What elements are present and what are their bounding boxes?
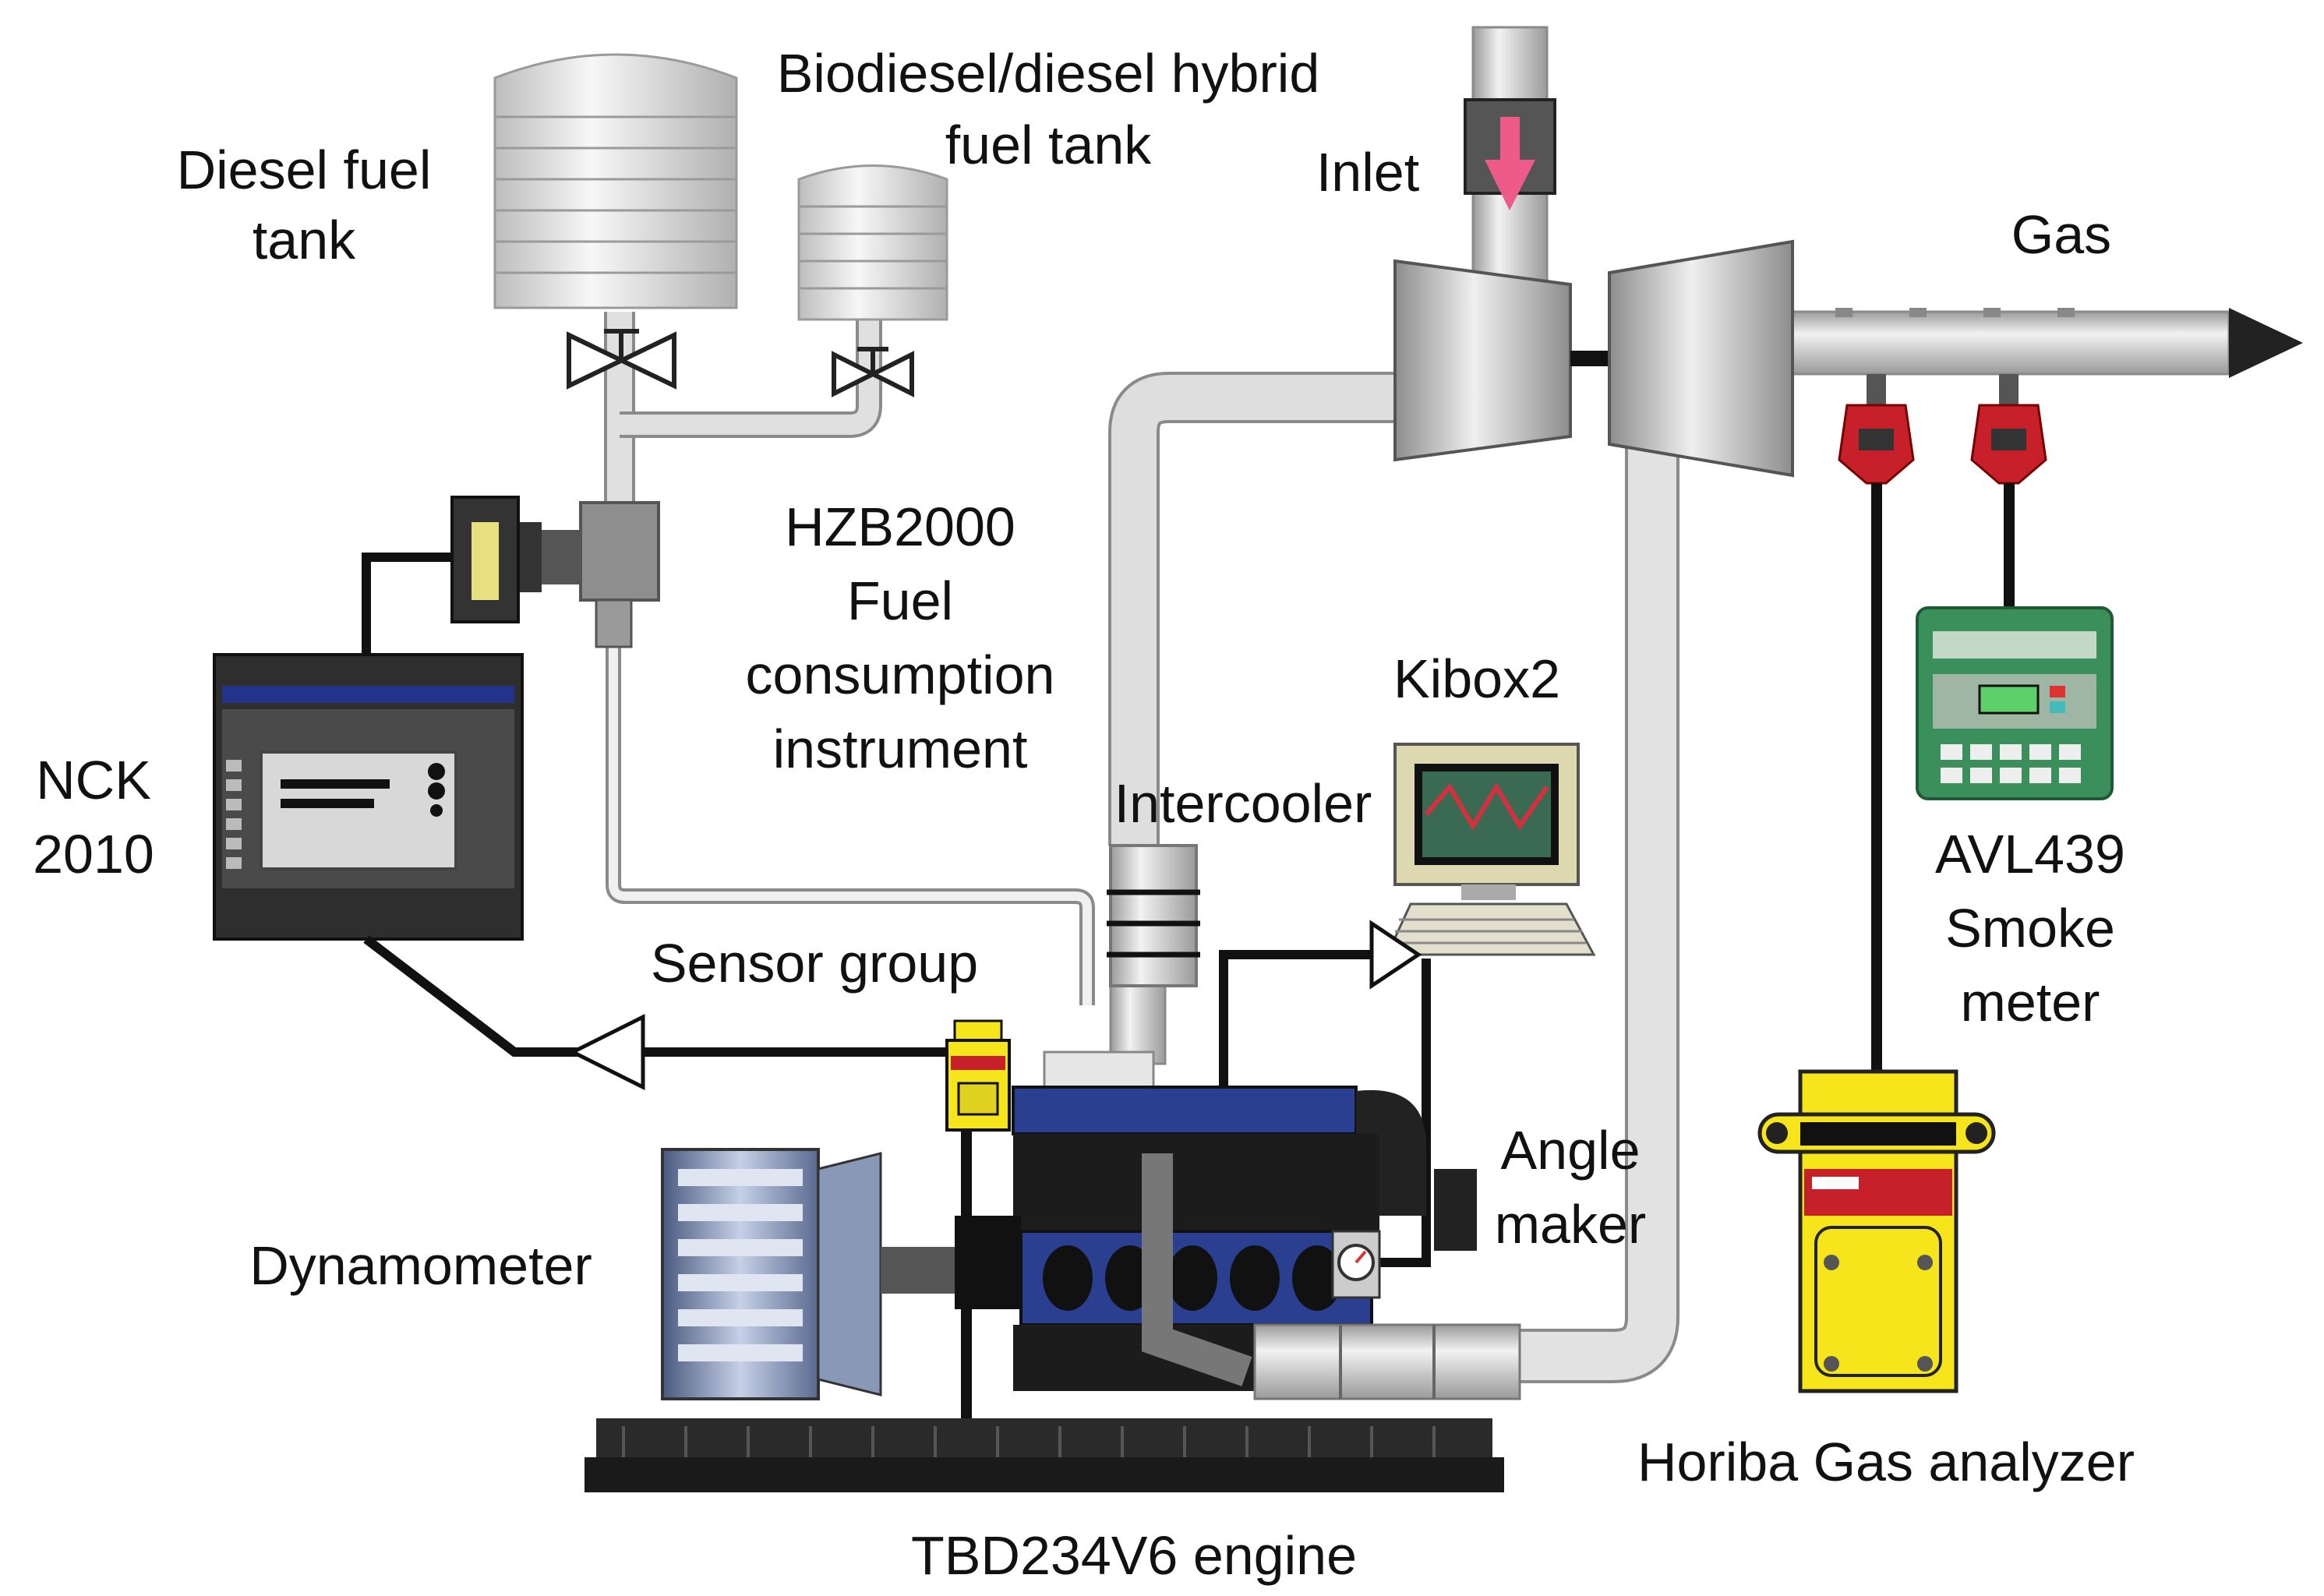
- exhaust-taps: [1835, 308, 2075, 317]
- intercooler-label: Intercooler: [1114, 773, 1372, 834]
- hzb-label-3: consumption: [746, 644, 1055, 705]
- avl439-smoke-meter: [1916, 606, 2114, 800]
- turbocharger: [1393, 239, 1794, 478]
- gas-label: Gas: [2011, 204, 2111, 265]
- avl-label-3: meter: [1961, 972, 2100, 1033]
- hzb-label-1: HZB2000: [785, 496, 1015, 557]
- sensor-cable: [363, 935, 955, 1057]
- pipe-network: [604, 26, 2230, 1383]
- kibox2-computer: [1385, 743, 1596, 956]
- nck-label-2: 2010: [33, 824, 154, 885]
- inlet-label: Inlet: [1316, 142, 1419, 203]
- signal-cable: [362, 553, 452, 659]
- tbd234v6-engine: [955, 1050, 1426, 1391]
- diesel-fuel-tank: [493, 53, 738, 309]
- avl-label-2: Smoke: [1945, 898, 2115, 959]
- angle-maker: [1331, 1169, 1477, 1299]
- angle-label-1: Angle: [1500, 1120, 1640, 1181]
- sampling-probe: [1970, 374, 2047, 485]
- hzb-label-4: instrument: [773, 719, 1028, 779]
- avl-label-1: AVL439: [1935, 824, 2125, 885]
- nck2010-controller: [213, 653, 524, 941]
- hybrid-tank-label-1: Biodiesel/diesel hybrid: [777, 43, 1320, 104]
- sensor-group-label: Sensor group: [651, 933, 978, 994]
- dynamometer: [661, 1148, 955, 1400]
- horiba-gas-analyzer: [1757, 1069, 1996, 1393]
- valve-icon: [567, 329, 676, 390]
- inlet-flow-sensor: [1464, 98, 1556, 210]
- angle-cable: [1379, 959, 1431, 1267]
- signal-arrow-icon: [1369, 920, 1422, 990]
- valve-icon: [832, 347, 914, 397]
- angle-label-2: maker: [1495, 1194, 1646, 1255]
- exhaust-arrow-icon: [2229, 308, 2303, 378]
- sensor-group-box: [945, 1019, 1011, 1132]
- kibox-cable: [1219, 950, 1372, 1146]
- horiba-label: Horiba Gas analyzer: [1637, 1432, 2135, 1492]
- exhaust-silencer: [1253, 1323, 1521, 1400]
- nck-label-1: NCK: [36, 750, 151, 810]
- hybrid-tank-label-2: fuel tank: [945, 115, 1153, 175]
- engine-label: TBD234V6 engine: [911, 1525, 1357, 1586]
- dynamometer-label: Dynamometer: [249, 1235, 592, 1296]
- hzb2000-instrument: [450, 496, 660, 648]
- diesel-tank-label-2: tank: [253, 210, 356, 270]
- hzb-label-2: Fuel: [847, 570, 953, 631]
- engine-base: [585, 1418, 1504, 1492]
- hybrid-fuel-tank: [797, 164, 948, 321]
- signal-arrow-icon: [568, 1013, 645, 1091]
- sampling-probe: [1838, 374, 1915, 485]
- intercooler: [1107, 844, 1200, 987]
- kibox-label: Kibox2: [1393, 648, 1560, 709]
- diesel-tank-label-1: Diesel fuel: [177, 139, 432, 200]
